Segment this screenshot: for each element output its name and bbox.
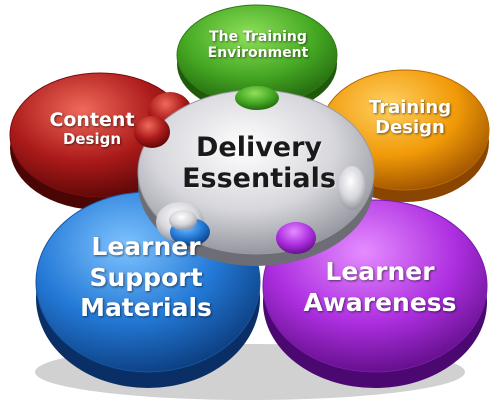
label-content-design-line2: Design — [62, 130, 122, 149]
center-label-line1: Delivery — [195, 132, 323, 163]
label-training-design-line2: Design — [375, 117, 445, 139]
label-content-design-line1: Content — [49, 109, 135, 131]
label-training-environment: The Training Environment — [196, 29, 320, 61]
label-training-environment-line2: Environment — [207, 44, 309, 61]
label-learner-support-materials-line1: Learner — [91, 232, 201, 261]
center-label: Delivery Essentials — [176, 132, 342, 194]
center-piece — [134, 86, 375, 266]
label-learner-support-materials: Learner Support Materials — [70, 232, 222, 324]
label-training-environment-line1: The Training — [209, 29, 307, 45]
label-learner-awareness-line1: Learner — [325, 257, 435, 286]
label-content-design: Content Design — [42, 109, 142, 149]
center-label-line2: Essentials — [182, 163, 336, 195]
label-learner-support-materials-line2: Support — [89, 262, 203, 292]
label-training-design-line1: Training — [368, 97, 452, 118]
label-learner-awareness: Learner Awareness — [292, 256, 468, 319]
label-learner-support-materials-line3: Materials — [80, 293, 212, 322]
label-learner-awareness-line2: Awareness — [303, 288, 457, 318]
label-training-design: Training Design — [362, 97, 458, 139]
petal-training-environment — [176, 4, 338, 119]
